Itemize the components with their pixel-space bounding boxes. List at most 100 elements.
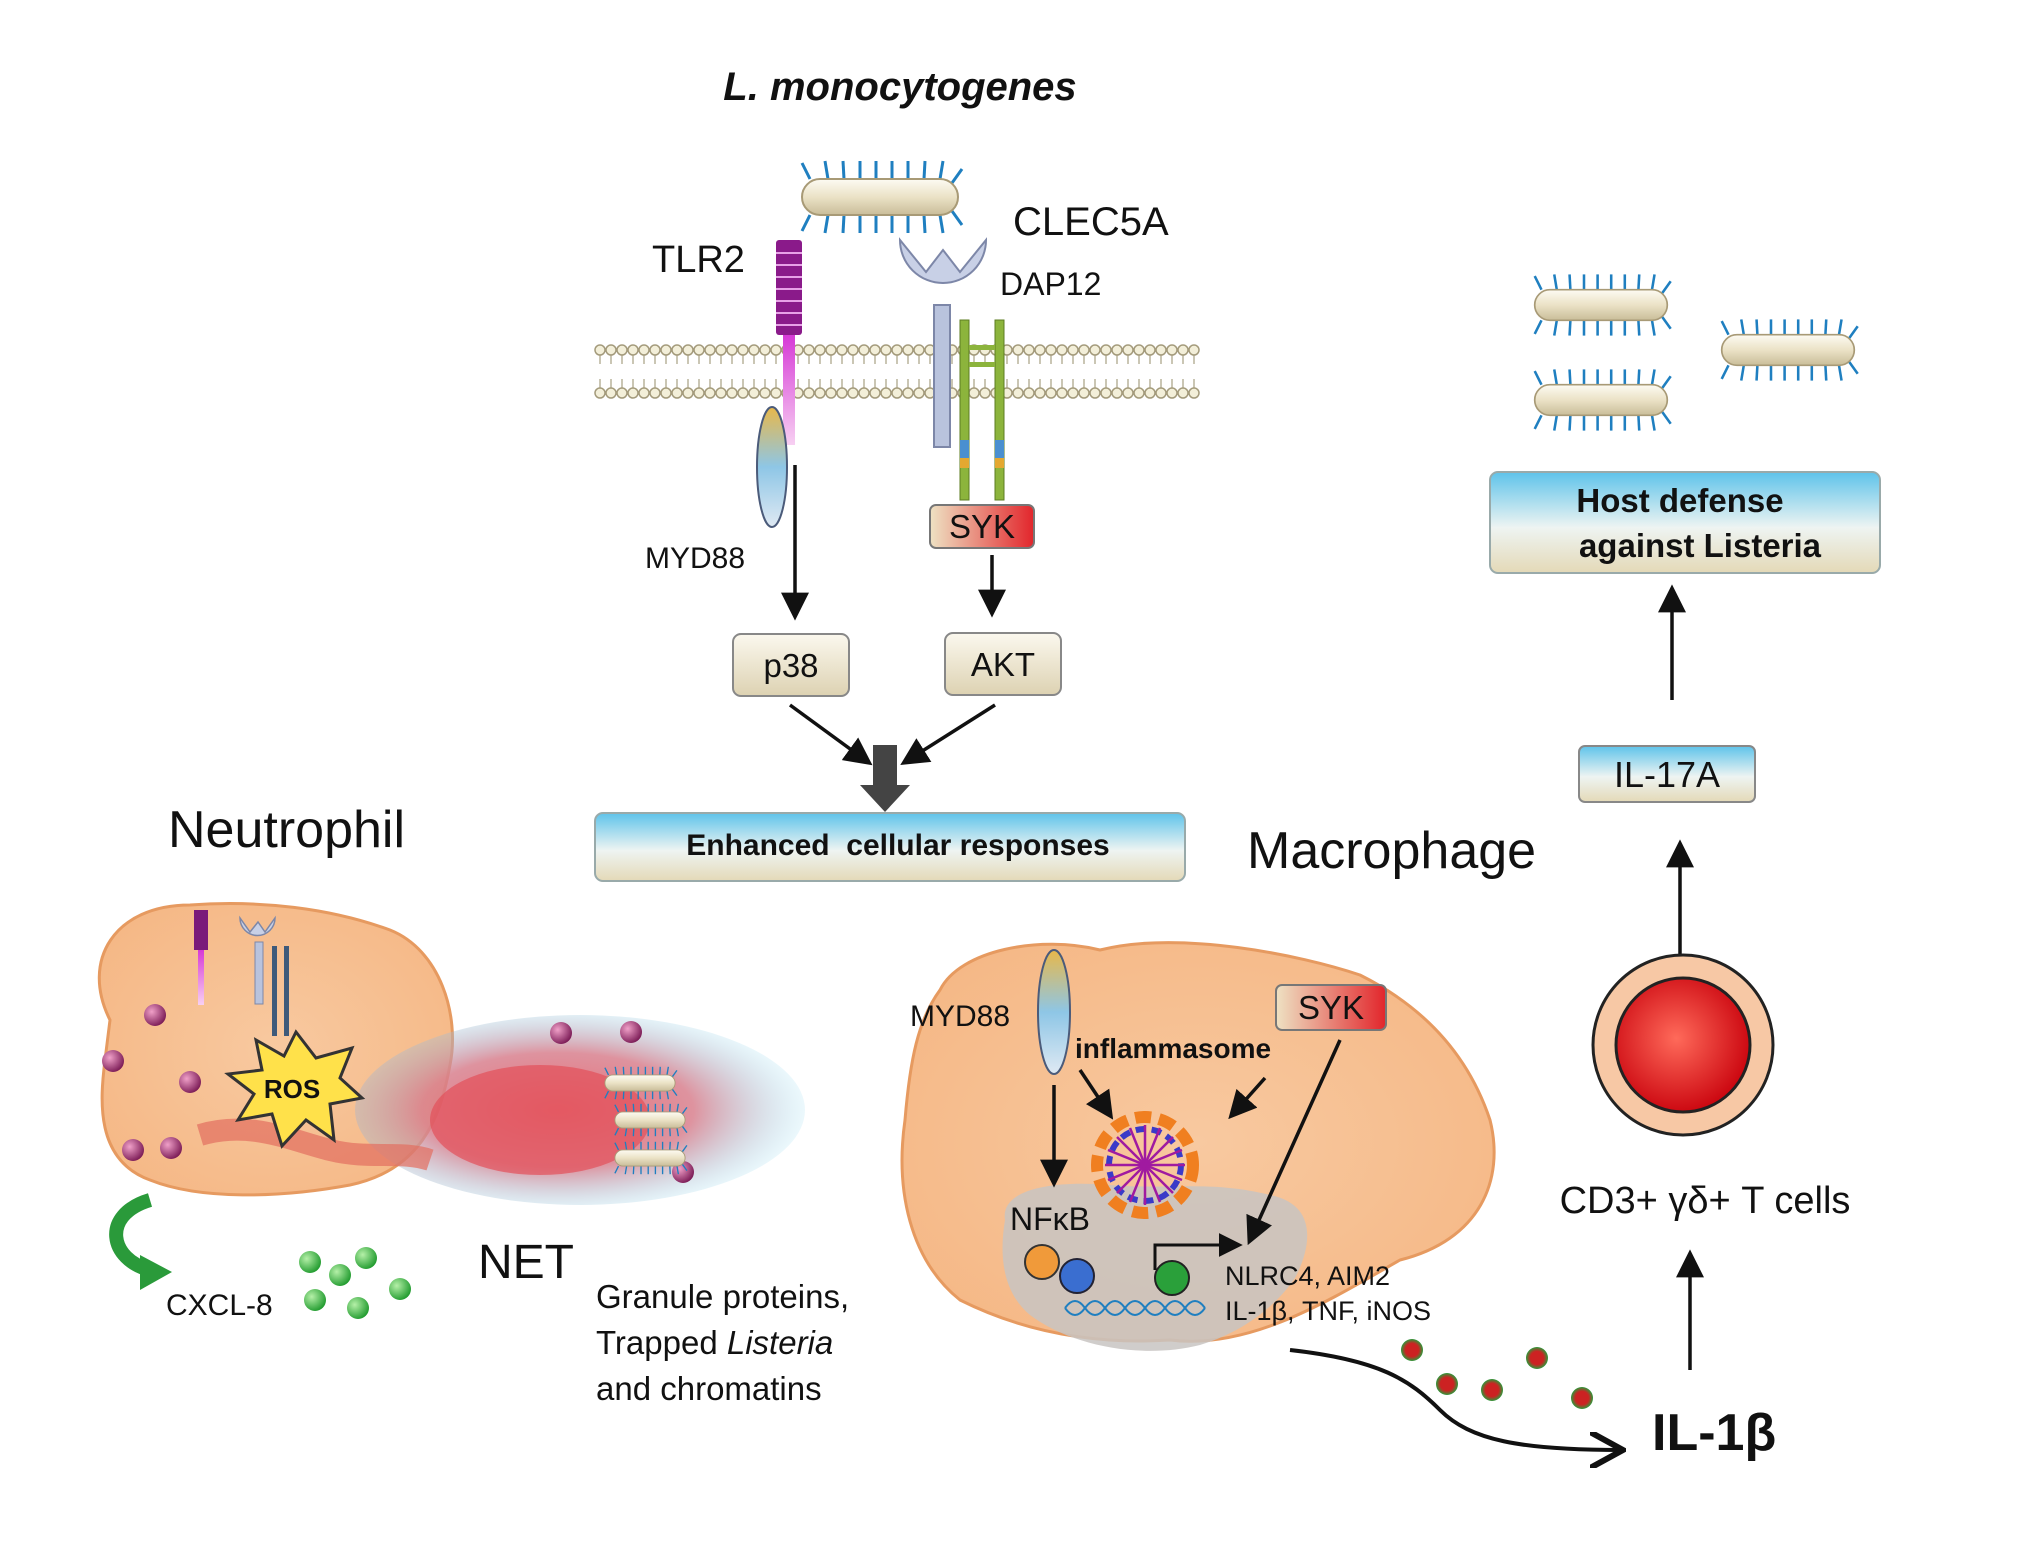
enhanced-responses-label: Enhanced cellular responses xyxy=(686,829,1110,862)
ros-label: ROS xyxy=(264,1074,320,1104)
lipid-head xyxy=(847,387,859,399)
clec5a-label: CLEC5A xyxy=(1013,200,1169,244)
lipid-head xyxy=(1078,387,1090,399)
il1b-label: IL-1β xyxy=(1652,1404,1776,1462)
host-defense-line2: against Listeria xyxy=(1579,527,1822,564)
lipid-head xyxy=(891,387,903,399)
inflammasome-complex-icon xyxy=(1091,1111,1199,1219)
lipid-head xyxy=(858,387,870,399)
lipid-head xyxy=(869,387,881,399)
inflammasome-label: inflammasome xyxy=(1075,1033,1271,1064)
lipid-head xyxy=(880,387,892,399)
lipid-head xyxy=(814,387,826,399)
lipid-head xyxy=(825,344,837,356)
lipid-head xyxy=(1023,344,1035,356)
il17a-label: IL-17A xyxy=(1614,754,1720,795)
syk-box-macrophage xyxy=(1275,984,1387,1031)
akt-box xyxy=(944,632,1062,696)
lipid-head xyxy=(825,387,837,399)
lipid-head xyxy=(1067,387,1079,399)
lipid-head xyxy=(693,344,705,356)
lipid-head xyxy=(1144,387,1156,399)
lipid-head xyxy=(1155,387,1167,399)
neutrophil-title: Neutrophil xyxy=(168,801,405,859)
lipid-head xyxy=(616,387,628,399)
lipid-head xyxy=(594,344,606,356)
myd88-adaptor-icon xyxy=(756,406,788,528)
lipid-head xyxy=(1012,387,1024,399)
lipid-head xyxy=(1067,344,1079,356)
lipid-head xyxy=(660,387,672,399)
lipid-head xyxy=(737,344,749,356)
lipid-head xyxy=(770,344,782,356)
listeria-bacterium-top xyxy=(800,159,964,235)
syk-label-macrophage: SYK xyxy=(1298,989,1364,1026)
lipid-head xyxy=(880,344,892,356)
lipid-head xyxy=(1056,387,1068,399)
arrow-p38-converge xyxy=(788,703,873,766)
arrow-akt-converge xyxy=(900,703,996,765)
net-label: NET xyxy=(478,1236,574,1289)
lipid-head xyxy=(913,344,925,356)
lipid-head xyxy=(803,387,815,399)
lipid-head xyxy=(836,387,848,399)
free-listeria-icons xyxy=(1533,273,1859,432)
lipid-head xyxy=(737,387,749,399)
cell-membrane xyxy=(594,344,1200,399)
tlr2-receptor-icon xyxy=(776,240,802,445)
lipid-head xyxy=(1177,344,1189,356)
genes-line2: IL-1β, TNF, iNOS xyxy=(1225,1296,1431,1326)
lipid-head xyxy=(1100,344,1112,356)
lipid-head xyxy=(715,387,727,399)
host-defense-box xyxy=(1489,471,1881,574)
ros-burst-icon xyxy=(224,1029,366,1149)
granule-text-line2: Trapped Listeria xyxy=(596,1324,833,1361)
lipid-head xyxy=(638,387,650,399)
lipid-head xyxy=(913,387,925,399)
lipid-head xyxy=(770,387,782,399)
nfkb-label: NFκB xyxy=(1010,1201,1090,1237)
syk-label-top: SYK xyxy=(949,508,1015,545)
lipid-head xyxy=(1166,344,1178,356)
lipid-head xyxy=(682,387,694,399)
lipid-head xyxy=(1045,344,1057,356)
lipid-head xyxy=(627,344,639,356)
trapped-listeria-icons xyxy=(604,1066,688,1175)
lipid-head xyxy=(726,344,738,356)
arrow-syk-to-inflammasome xyxy=(1228,1076,1267,1120)
pathogen-title: L. monocytogenes xyxy=(723,65,1076,109)
lipid-head xyxy=(748,387,760,399)
granule-text-line1: Granule proteins, xyxy=(596,1278,849,1315)
lipid-head xyxy=(748,344,760,356)
p38-label: p38 xyxy=(763,647,818,684)
dap12-label: DAP12 xyxy=(1000,266,1101,302)
lipid-head xyxy=(759,387,771,399)
lipid-head xyxy=(1166,387,1178,399)
t-cell-icon xyxy=(1591,953,1775,1137)
lipid-head xyxy=(693,387,705,399)
cxcl8-molecules xyxy=(299,1247,411,1319)
macrophage-title: Macrophage xyxy=(1247,822,1536,880)
lipid-head xyxy=(836,344,848,356)
myd88-label-macrophage: MYD88 xyxy=(910,1000,1010,1033)
lipid-head xyxy=(1089,387,1101,399)
block-arrow-down xyxy=(860,745,910,812)
cxcl8-release-arrow-icon xyxy=(109,1193,153,1277)
lipid-head xyxy=(1111,387,1123,399)
t-cells-label: CD3+ γδ+ T cells xyxy=(1560,1180,1851,1222)
lipid-head xyxy=(594,387,606,399)
lipid-head xyxy=(858,344,870,356)
lipid-head xyxy=(968,387,980,399)
lipid-head xyxy=(649,344,661,356)
lipid-head xyxy=(1056,344,1068,356)
lipid-head xyxy=(616,344,628,356)
neutrophil-tlr2-icon xyxy=(194,910,208,1005)
lipid-head xyxy=(1122,344,1134,356)
lipid-head xyxy=(1177,387,1189,399)
transcription-start-arrow xyxy=(1153,1233,1243,1270)
myd88-adaptor-icon-macrophage xyxy=(1037,949,1071,1075)
lipid-head xyxy=(726,387,738,399)
akt-label: AKT xyxy=(971,646,1035,683)
lipid-head xyxy=(979,387,991,399)
